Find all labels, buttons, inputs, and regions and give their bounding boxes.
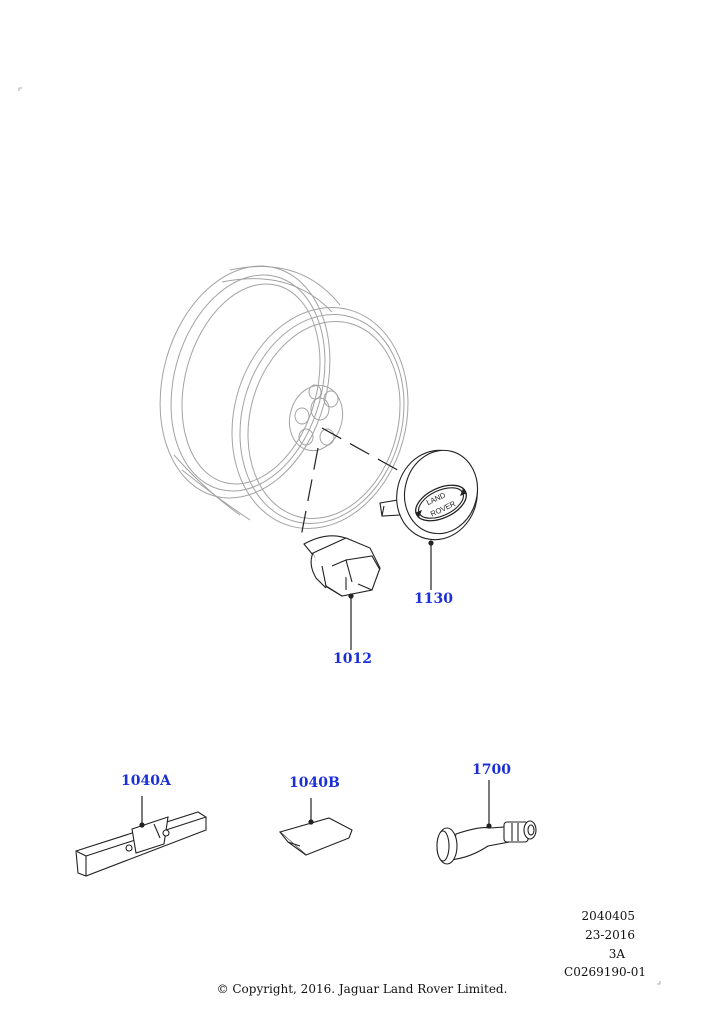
illustration-id: C0269190-01 [564, 965, 646, 979]
callout-1012[interactable]: 1012 [333, 651, 372, 667]
callout-1040b[interactable]: 1040B [289, 775, 340, 791]
diagram-code: 2040405 [581, 909, 635, 923]
leader-line-1700 [486, 780, 492, 829]
diagram-revision: 3A [608, 947, 625, 961]
center-cap-drawing [379, 449, 478, 541]
callout-1130[interactable]: 1130 [414, 591, 453, 607]
callout-1700[interactable]: 1700 [472, 762, 511, 778]
balance-weight-adhesive-drawing [278, 817, 353, 856]
assembly-dashed-lines [299, 427, 413, 543]
leader-line-1040a [139, 796, 145, 828]
tyre-valve-drawing [436, 820, 537, 865]
balance-weight-clip-drawing [75, 811, 207, 877]
leader-lines-top [348, 540, 434, 650]
wheel-rim-drawing [159, 265, 409, 529]
crop-mark-top-left [18, 87, 22, 91]
wheel-nut-drawing [303, 535, 381, 597]
diagram-date: 23-2016 [585, 928, 635, 942]
copyright-notice: © Copyright, 2016. Jaguar Land Rover Lim… [216, 982, 508, 996]
leader-line-1040b [308, 798, 314, 825]
crop-mark-bottom-right [657, 981, 661, 985]
callout-1040a[interactable]: 1040A [121, 773, 171, 789]
